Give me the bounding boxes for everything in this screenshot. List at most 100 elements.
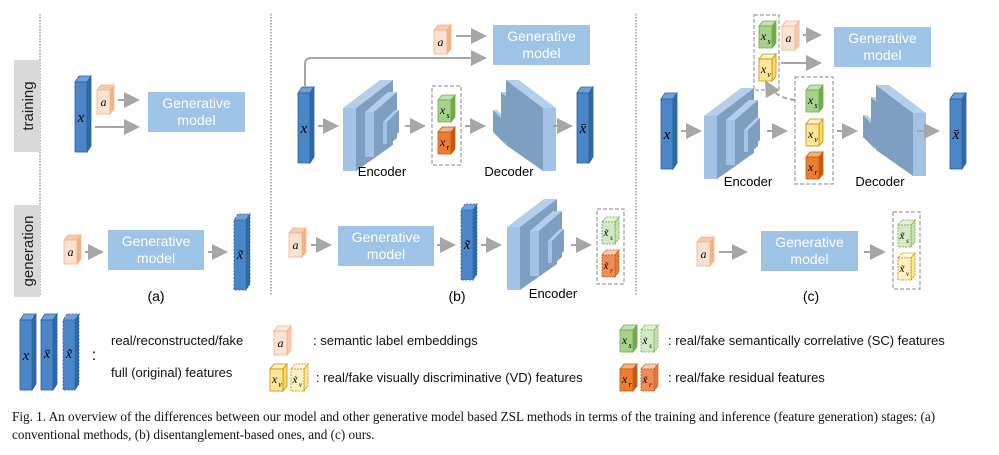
svg-text:x: x	[807, 127, 814, 141]
svg-text:model: model	[863, 47, 901, 63]
legend-vd-real: x v	[269, 362, 288, 393]
attr-a-gen: a	[63, 233, 82, 266]
svg-text:v: v	[299, 381, 303, 389]
feature-xt-s-c: x̃ s	[897, 218, 916, 249]
feature-x-r-c: x r	[805, 150, 824, 181]
generative-model-c-gen: Generative model	[761, 231, 858, 271]
feature-xt-s-b: x̃ s	[601, 215, 620, 246]
legend-sc-text: : real/fake semantically correlative (SC…	[668, 333, 945, 348]
legend: x x̄ x̃ : real/reconstructed/fake full (…	[19, 312, 945, 393]
svg-text:generation: generation	[20, 216, 37, 287]
svg-text:x̄: x̄	[43, 347, 51, 362]
svg-text:x̃: x̃	[603, 227, 610, 239]
attr-a-b-gen: a	[288, 226, 307, 259]
panel-a: x a Generative model a Generative model	[63, 74, 251, 304]
attr-a-b-train: a	[433, 23, 452, 56]
feature-x-s-c-top: x s	[758, 19, 777, 50]
svg-text:model: model	[522, 45, 560, 61]
decoder-label-c: Decoder	[855, 174, 905, 189]
svg-text:Generative: Generative	[352, 229, 421, 245]
legend-sc-real: x s	[619, 323, 638, 354]
legend-sc-fake: x̃ s	[640, 323, 659, 354]
svg-text:x̃: x̃	[236, 248, 244, 263]
feature-xt-v-c: x̃ v	[897, 251, 916, 282]
svg-text:model: model	[137, 250, 175, 266]
legend-feature-x: x	[19, 312, 37, 392]
attr-a: a	[96, 83, 115, 116]
legend-semantic-text: : semantic label embeddings	[313, 333, 478, 348]
svg-text:s: s	[628, 341, 631, 350]
svg-text:x̃: x̃	[292, 374, 299, 386]
svg-text:Generative: Generative	[848, 30, 917, 46]
svg-text:x: x	[621, 372, 628, 386]
svg-text:x̃: x̃	[603, 260, 610, 272]
feature-x-fake: x̃	[233, 212, 251, 292]
feature-x-real: x	[74, 74, 92, 154]
encoder-label-b-gen: Encoder	[529, 286, 578, 301]
generative-model-c-train: Generative model	[834, 27, 931, 67]
feature-x-fake-b: x̃	[460, 202, 478, 282]
generative-model-b-gen: Generative model	[338, 226, 434, 266]
figure-caption: Fig. 1. An overview of the differences b…	[12, 409, 936, 442]
latent-box-c-gen	[892, 211, 921, 290]
feature-x-real-b: x	[297, 85, 315, 165]
svg-text:s: s	[814, 101, 817, 110]
svg-text:a: a	[68, 245, 74, 259]
stage-label-generation: generation	[14, 205, 40, 297]
legend-full-features-line2: full (original) features	[111, 365, 233, 380]
svg-text:x: x	[271, 372, 278, 386]
svg-text:x̄: x̄	[579, 121, 587, 137]
feature-x-recon-c: x̄	[949, 91, 967, 171]
svg-text:a: a	[278, 336, 284, 350]
svg-text:a: a	[786, 31, 792, 45]
feature-x-recon-b: x̄	[576, 85, 594, 165]
selected-features-box-c	[753, 14, 780, 91]
svg-text:x: x	[439, 135, 446, 149]
legend-feature-x-bar: x̄	[40, 312, 58, 392]
legend-residual-text: : real/fake residual features	[668, 370, 825, 385]
svg-text:a: a	[438, 35, 444, 49]
decoder-c	[863, 85, 926, 176]
svg-text:Generative: Generative	[122, 233, 191, 249]
feature-xt-r-b: x̃ r	[601, 248, 620, 279]
svg-text:x̃: x̃	[65, 347, 73, 362]
svg-text:model: model	[790, 251, 828, 267]
feature-x-r-b: x r	[437, 125, 456, 156]
latent-box-c	[794, 76, 834, 185]
svg-text:x: x	[663, 127, 671, 143]
latent-box-b-gen	[596, 208, 625, 285]
encoder-label-c: Encoder	[724, 174, 773, 189]
feature-x-real-c: x	[660, 91, 678, 171]
feature-x-s-b: x s	[437, 93, 456, 124]
svg-text:x̃: x̃	[463, 238, 471, 253]
svg-text:s: s	[767, 37, 770, 46]
svg-text:x̃: x̃	[642, 335, 649, 347]
svg-text:training: training	[20, 81, 37, 130]
legend-attr-a: a	[273, 324, 292, 357]
legend-feature-x-tilde: x̃	[62, 312, 80, 392]
svg-text:r: r	[814, 168, 818, 177]
svg-text:s: s	[649, 342, 652, 350]
encoder-label-b: Encoder	[358, 164, 407, 179]
panel-c: x s x v a Generative model x	[660, 14, 967, 304]
feature-x-s-c: x s	[805, 83, 824, 114]
dashed-selection-arrow	[765, 80, 796, 101]
svg-text:x: x	[807, 93, 814, 107]
generative-model-a-train: Generative model	[148, 92, 245, 132]
svg-text:x: x	[77, 110, 85, 126]
svg-text:x: x	[300, 121, 308, 137]
svg-text:s: s	[610, 234, 613, 242]
decoder-label-b: Decoder	[484, 164, 534, 179]
panel-label-c: (c)	[803, 288, 819, 304]
svg-text:Generative: Generative	[162, 95, 231, 111]
svg-text:x̃: x̃	[642, 374, 649, 386]
svg-text:x: x	[807, 160, 814, 174]
svg-text:x̃: x̃	[899, 230, 906, 242]
stage-label-training: training	[14, 60, 40, 152]
svg-text:x̃: x̃	[899, 263, 906, 275]
svg-text:x: x	[439, 103, 446, 117]
svg-text:Generative: Generative	[507, 28, 576, 44]
feature-x-v-c: x v	[805, 117, 824, 148]
svg-text:a: a	[701, 247, 707, 261]
